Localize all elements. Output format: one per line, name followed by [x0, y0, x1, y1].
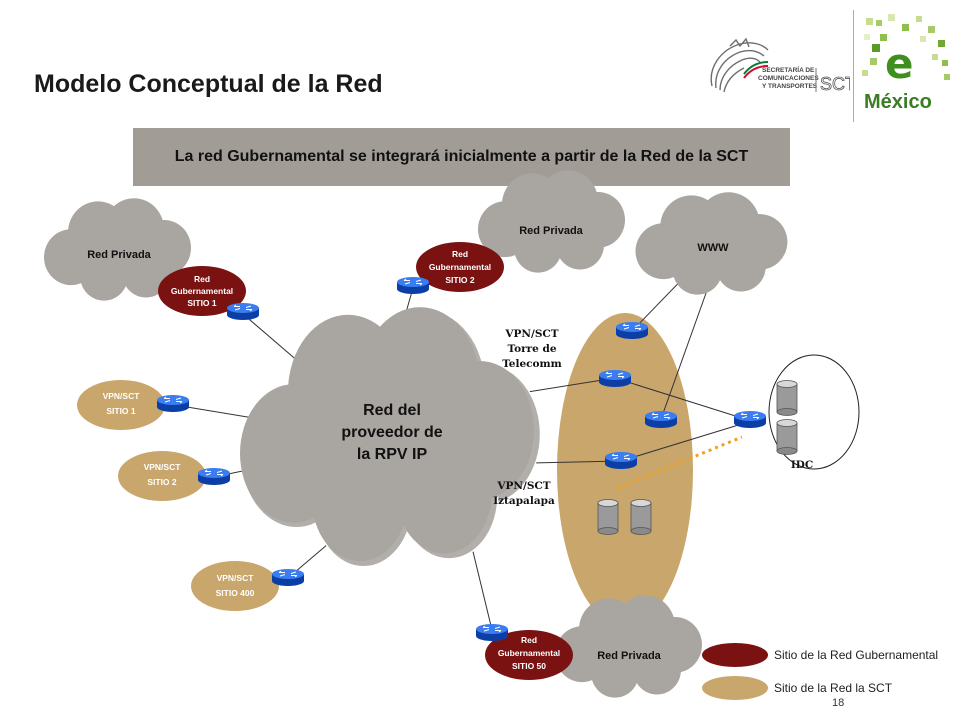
gob-site-50-line3: SITIO 50: [512, 661, 546, 671]
sct-core-region: [557, 313, 693, 627]
idc-label: IDC: [791, 459, 813, 471]
gob-site-1-line3: SITIO 1: [187, 298, 217, 308]
router-icon-izta: [604, 451, 638, 470]
page-title: Modelo Conceptual de la Red: [34, 70, 383, 98]
sct-mark: SCT: [820, 74, 850, 94]
gob-site-50-line1: Red: [521, 635, 537, 645]
eagle-emblem-icon: [710, 37, 769, 93]
legend-gob-label: Sitio de la Red Gubernamental: [774, 648, 938, 662]
core-cloud-line2: proveedor de: [341, 424, 442, 441]
core-cloud-line1: Red del: [363, 402, 421, 419]
core-cloud-line3: la RPV IP: [357, 446, 428, 463]
sct-logo: SECRETARÍA DE COMUNICACIONES Y TRANSPORT…: [700, 28, 856, 108]
header-divider: [853, 10, 854, 122]
server-icon-1: [597, 499, 619, 535]
router-icon-sct1: [156, 394, 190, 413]
server-icon-idc-1: [776, 380, 798, 416]
gob-site-2-line2: Gubernamental: [429, 262, 491, 272]
router-icon-core-mid: [644, 410, 678, 429]
sct-site-400: VPN/SCT SITIO 400: [191, 561, 279, 611]
sct-site-1-line1: VPN/SCT: [103, 391, 141, 401]
sct-line3: Y TRANSPORTES: [762, 83, 818, 90]
router-icon-gob50: [475, 623, 509, 642]
link-idc-torre: [614, 377, 746, 420]
gob-site-50-line2: Gubernamental: [498, 648, 560, 658]
router-icon-www: [615, 321, 649, 340]
page-number: 18: [832, 697, 845, 709]
gob-site-2: Red Gubernamental SITIO 2: [416, 242, 504, 292]
sct-site-2: VPN/SCT SITIO 2: [118, 451, 206, 501]
private-cloud-bottom-label: Red Privada: [597, 650, 661, 662]
banner: La red Gubernamental se integrará inicia…: [133, 128, 790, 186]
sct-line2: COMUNICACIONES: [758, 75, 819, 82]
gob-site-1-line2: Gubernamental: [171, 286, 233, 296]
gob-site-2-line1: Red: [452, 249, 468, 259]
izta-label-line2: Iztapalapa: [493, 495, 555, 507]
link-idc-izta: [620, 422, 746, 462]
e-mexico-logo: e México: [858, 10, 953, 120]
sct-site-2-line2: SITIO 2: [147, 477, 177, 487]
sct-line1: SECRETARÍA DE: [762, 65, 815, 74]
router-icon-gob1: [226, 302, 260, 321]
mexico-word: México: [864, 91, 932, 113]
banner-text: La red Gubernamental se integrará inicia…: [174, 148, 749, 165]
www-cloud: WWW: [635, 192, 788, 295]
private-cloud-top: Red Privada: [478, 170, 625, 273]
izta-label-line1: VPN/SCT: [496, 480, 550, 492]
private-cloud-left: Red Privada: [44, 198, 191, 301]
sct-site-1-line2: SITIO 1: [106, 406, 136, 416]
www-cloud-label: WWW: [697, 242, 729, 254]
sct-site-400-line2: SITIO 400: [216, 588, 255, 598]
core-cloud: Red del proveedor de la RPV IP: [239, 307, 543, 569]
dotted-link: [617, 435, 743, 490]
legend-sct-label: Sitio de la Red la SCT: [774, 681, 893, 695]
pixel-mosaic-icon: [862, 14, 950, 80]
router-icon-sct400: [271, 568, 305, 587]
legend-swatch-sct: [702, 676, 768, 700]
torre-label-line1: VPN/SCT: [504, 328, 558, 340]
private-cloud-left-label: Red Privada: [87, 249, 151, 261]
legend-swatch-gob: [702, 643, 768, 667]
torre-label-line3: Telecomm: [502, 358, 562, 370]
gob-site-1-line1: Red: [194, 274, 210, 284]
gob-site-50: Red Gubernamental SITIO 50: [485, 630, 573, 680]
router-icon-gob2: [396, 276, 430, 295]
torre-label-line2: Torre de: [507, 343, 556, 355]
private-cloud-top-label: Red Privada: [519, 225, 583, 237]
private-cloud-bottom: Red Privada: [555, 595, 702, 698]
link-www-idc: [660, 267, 716, 420]
e-letter: e: [885, 39, 914, 88]
router-icon-sct2: [197, 467, 231, 486]
server-icon-idc-2: [776, 419, 798, 455]
gob-site-1: Red Gubernamental SITIO 1: [158, 266, 246, 316]
sct-site-1: VPN/SCT SITIO 1: [77, 380, 165, 430]
server-icon-2: [630, 499, 652, 535]
sct-site-2-line1: VPN/SCT: [144, 462, 182, 472]
gob-site-2-line3: SITIO 2: [445, 275, 475, 285]
router-icon-idc: [733, 410, 767, 429]
sct-site-400-line1: VPN/SCT: [217, 573, 255, 583]
legend: Sitio de la Red Gubernamental Sitio de l…: [702, 643, 938, 700]
router-icon-torre: [598, 369, 632, 388]
